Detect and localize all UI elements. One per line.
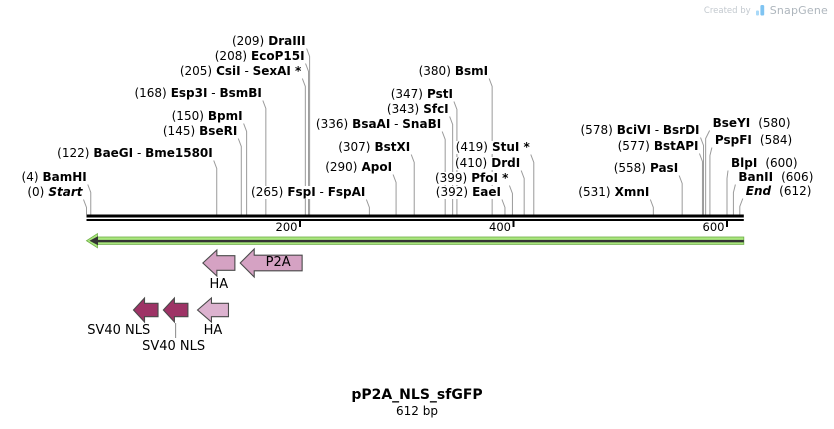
restriction-site-label: (122)BaeGI - Bme1580I xyxy=(56,146,214,160)
feature-arrow xyxy=(132,296,159,324)
restriction-site-label: (145)BseRI xyxy=(161,124,239,138)
restriction-site-label: BlpI(600) xyxy=(730,156,799,170)
ruler-tick xyxy=(726,221,728,227)
restriction-site-label: (290)ApoI xyxy=(324,160,394,174)
site-leader-line xyxy=(306,48,311,215)
restriction-site-label: BseYI(580) xyxy=(711,116,792,130)
title-block: pP2A_NLS_sfGFP 612 bp xyxy=(0,387,834,418)
restriction-site-label: (410)DrdI xyxy=(453,156,522,170)
restriction-site-label: (168)Esp3I - BsmBI xyxy=(133,86,263,100)
site-leader-line xyxy=(678,175,683,215)
restriction-site-label: (336)BsaAI - SnaBI xyxy=(314,117,443,131)
ruler-tick-label: 400 xyxy=(489,220,511,234)
feature-label: HA xyxy=(203,323,223,338)
restriction-site-label: (392)EaeI xyxy=(434,185,502,199)
restriction-site-label: BanII(606) xyxy=(737,170,815,184)
site-leader-line xyxy=(488,78,493,215)
feature-arrow xyxy=(202,248,236,278)
restriction-site-label: (265)FspI - FspAI xyxy=(250,185,367,199)
ruler-tick xyxy=(299,221,301,227)
site-leader-line xyxy=(700,137,705,215)
watermark-brand-label: SnapGene xyxy=(769,4,828,17)
site-leader-line xyxy=(739,198,744,215)
site-leader-line xyxy=(365,199,370,215)
site-leader-line xyxy=(301,78,306,215)
feature-label: SV40 NLS xyxy=(142,339,206,354)
watermark: Created by SnapGene xyxy=(704,4,828,17)
site-leader-line xyxy=(262,100,267,215)
restriction-site-label: (343)SfcI xyxy=(385,102,450,116)
site-leader-line xyxy=(698,153,703,215)
site-leader-line xyxy=(520,170,525,215)
backbone-arrow-core xyxy=(96,239,744,243)
restriction-site-label: PspFI(584) xyxy=(713,133,794,147)
restriction-site-label: (205)CsiI - SexAI * xyxy=(178,64,303,78)
ruler-tick-label: 200 xyxy=(275,220,298,234)
restriction-site-label: (4)BamHI xyxy=(20,170,88,184)
restriction-site-label: (578)BciVI - BsrDI xyxy=(579,123,701,137)
restriction-site-label: (209)DraIII xyxy=(230,34,307,48)
feature-label: SV40 NLS xyxy=(87,323,151,338)
site-leader-line xyxy=(501,199,506,215)
site-leader-line xyxy=(705,130,711,215)
ruler-tick xyxy=(512,221,515,227)
site-leader-line xyxy=(392,174,397,215)
site-leader-line xyxy=(726,170,729,215)
ruler-line-top xyxy=(86,214,744,218)
site-leader-line xyxy=(237,138,242,215)
feature-arrow xyxy=(239,247,303,279)
feature-label: HA xyxy=(209,277,229,292)
watermark-created-by-label: Created by xyxy=(703,5,751,16)
restriction-site-label: (150)BpmI xyxy=(170,109,244,123)
restriction-site-label: (399)PfoI * xyxy=(433,171,510,185)
restriction-site-label: End(612) xyxy=(744,184,813,198)
site-leader-line xyxy=(87,184,92,215)
ruler-tick-label: 600 xyxy=(702,220,725,234)
restriction-site-label: (558)PasI xyxy=(612,161,680,175)
plasmid-length: 612 bp xyxy=(396,404,438,418)
site-leader-line xyxy=(508,185,513,215)
restriction-site-label: (347)PstI xyxy=(389,87,454,101)
site-leader-line xyxy=(410,154,415,215)
site-leader-line xyxy=(243,123,248,215)
restriction-site-label: (307)BstXI xyxy=(337,140,412,154)
restriction-site-label: (531)XmnI xyxy=(577,185,651,199)
feature-arrow xyxy=(196,296,230,324)
site-leader-line xyxy=(305,63,310,215)
site-leader-line xyxy=(530,154,535,215)
feature-label: P2A xyxy=(265,254,291,270)
ruler-line-bottom xyxy=(86,219,744,221)
restriction-site-label: (380)BsmI xyxy=(417,64,490,78)
snapgene-logo-icon xyxy=(755,5,764,16)
feature-arrow xyxy=(162,296,189,324)
restriction-site-label: (208)EcoP15I xyxy=(213,49,306,63)
site-leader-line xyxy=(732,184,736,215)
restriction-site-label: (419)StuI * xyxy=(454,140,531,154)
site-leader-line xyxy=(213,160,218,215)
site-leader-line xyxy=(449,116,454,215)
backbone-arrowhead-core xyxy=(89,236,98,246)
restriction-site-label: (0)Start xyxy=(26,185,84,199)
site-leader-line xyxy=(709,147,713,215)
restriction-site-label: (577)BstAPI xyxy=(616,139,700,153)
site-leader-line xyxy=(649,199,654,215)
plasmid-title: pP2A_NLS_sfGFP xyxy=(351,387,483,403)
site-leader-line xyxy=(83,199,87,215)
